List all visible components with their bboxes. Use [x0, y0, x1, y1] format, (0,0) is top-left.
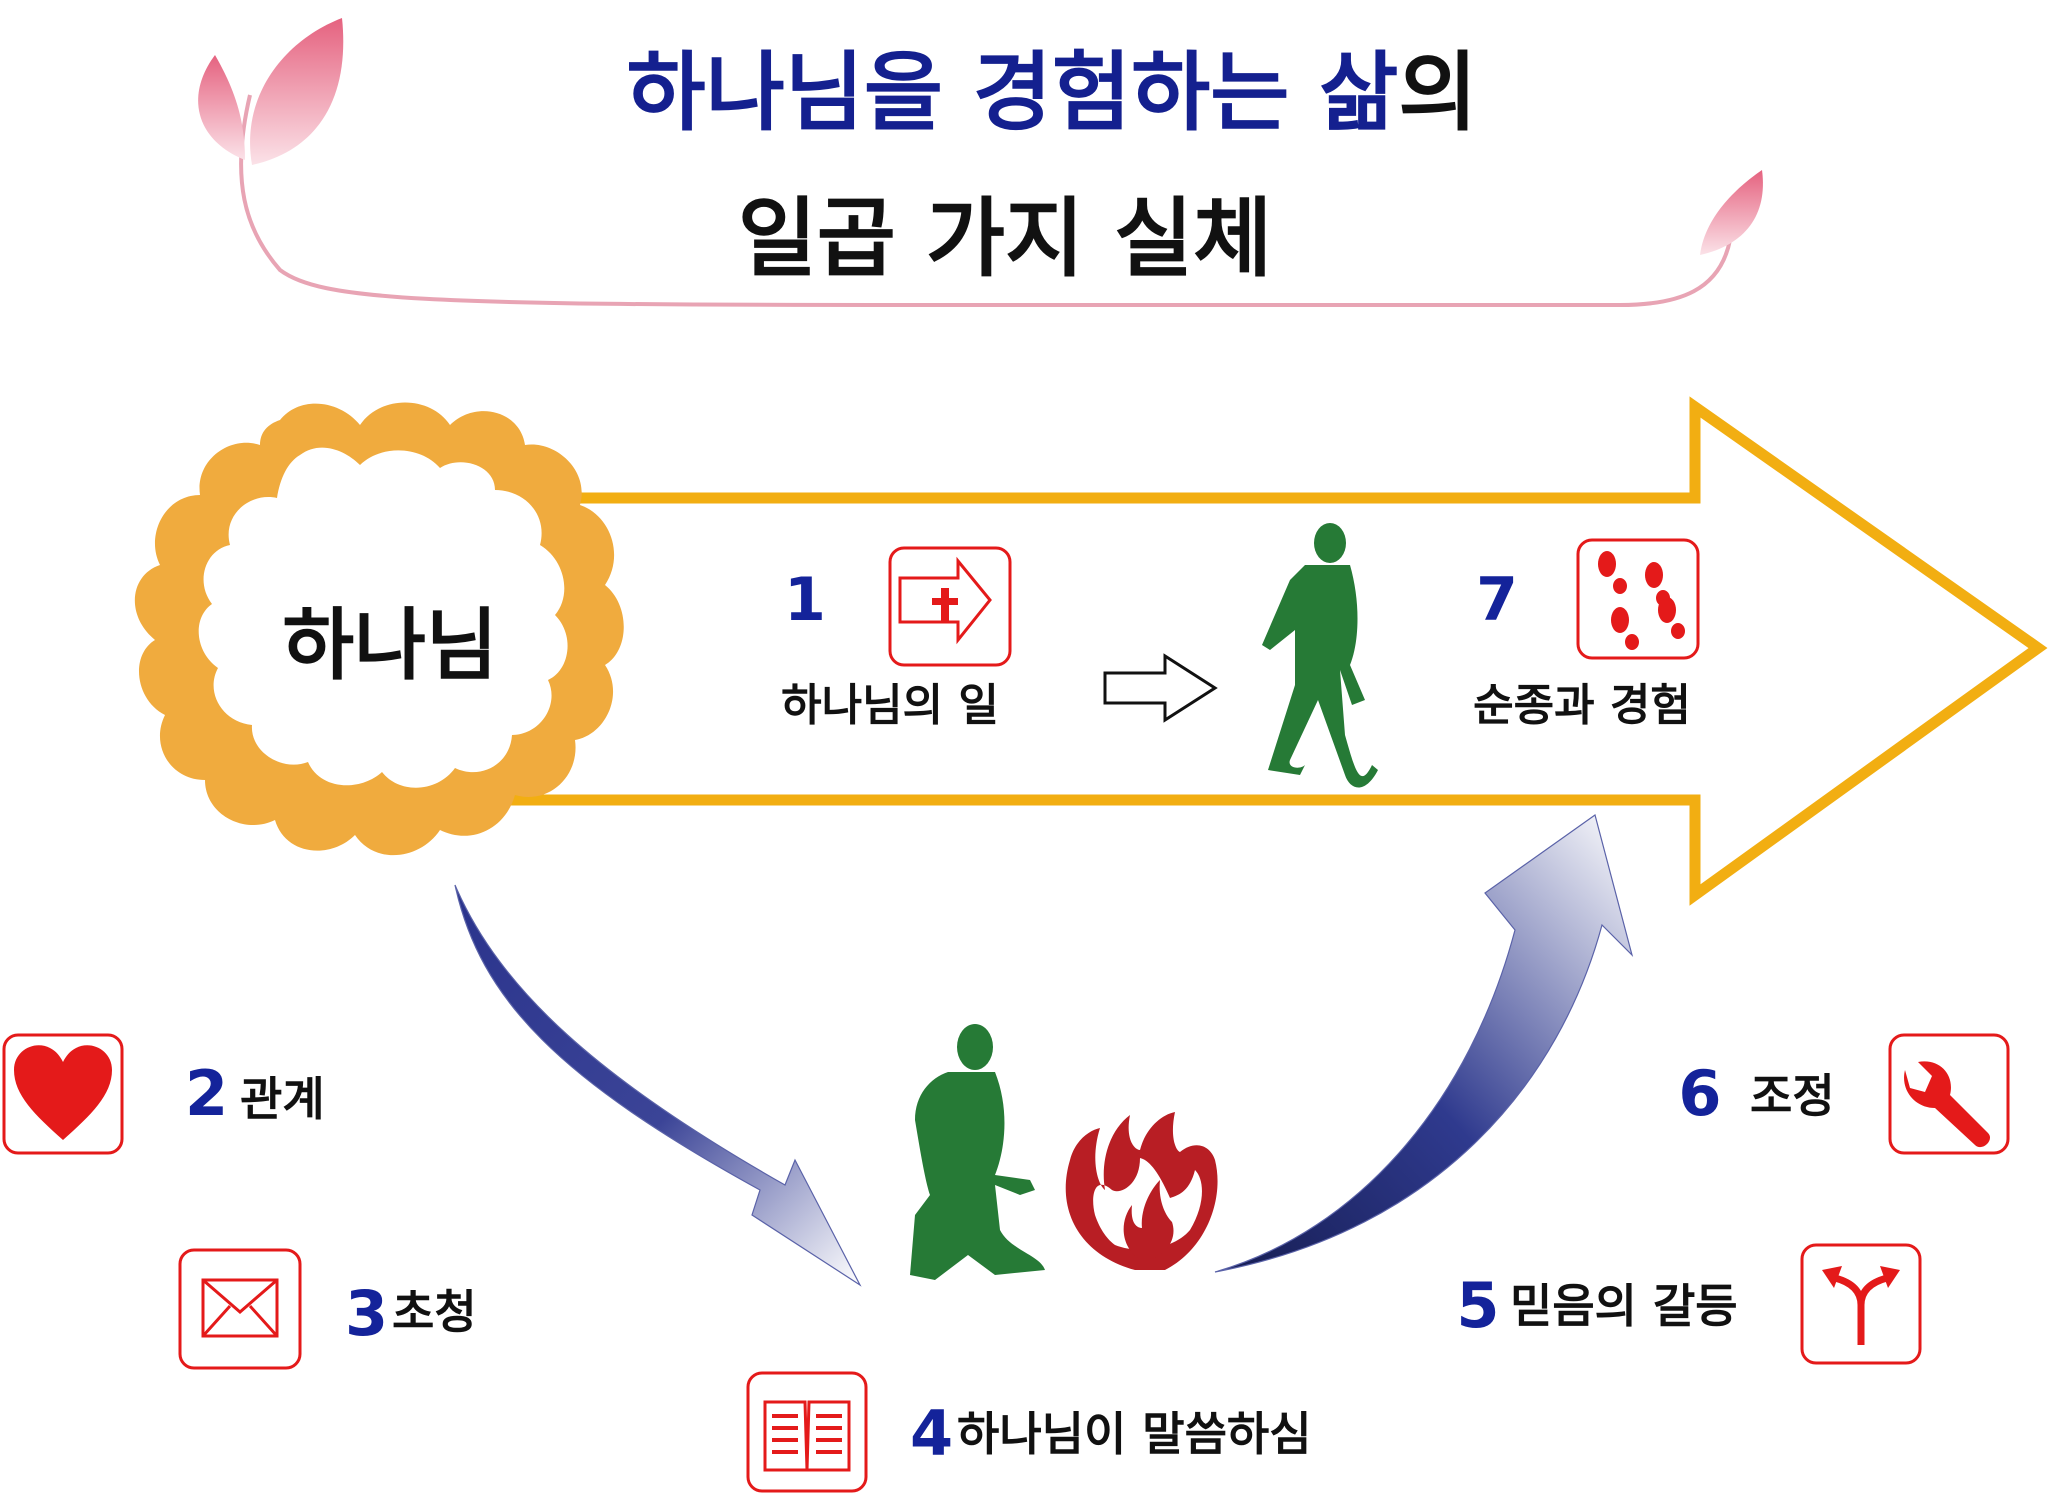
- footprints-icon: [1576, 538, 1700, 660]
- step-4-number: 4: [910, 1397, 953, 1470]
- curve-arrow-up: [1214, 814, 1634, 1273]
- step-5-number: 5: [1456, 1269, 1499, 1342]
- step-3: 3 초청: [178, 1248, 477, 1370]
- step-1-label: 하나님의 일: [781, 680, 999, 731]
- step-4-label: 하나님이 말씀하심: [957, 1407, 1312, 1461]
- step-2: 2 관계: [2, 1033, 325, 1155]
- step-6: 6 조정: [1678, 1033, 2010, 1155]
- heart-icon: [2, 1033, 124, 1155]
- step-7-label: 순종과 경험: [1473, 680, 1691, 731]
- outline-arrow: [1103, 653, 1218, 723]
- arrow-cross-icon: [888, 546, 1012, 667]
- step-2-label: 관계: [240, 1072, 325, 1126]
- step-1: 1 하나님의 일: [781, 546, 1012, 731]
- step-5: 5 믿음의 갈등: [1456, 1243, 1922, 1365]
- fork-arrow-icon: [1800, 1243, 1922, 1365]
- badge-inner: [198, 447, 568, 788]
- step-6-label: 조정: [1750, 1069, 1835, 1123]
- main-arrow: [494, 396, 2048, 906]
- leaf-left-large: [250, 18, 344, 165]
- title-suffix: 의: [1398, 43, 1477, 143]
- leaf-left-small: [198, 55, 245, 160]
- god-label: 하나님: [282, 601, 497, 691]
- title-decoration: [198, 18, 1763, 307]
- step-3-label: 초청: [392, 1285, 477, 1339]
- curve-arrow-down: [454, 884, 862, 1287]
- title-line2: 일곱 가지 실체: [738, 189, 1273, 289]
- god-badge: 하나님: [134, 402, 624, 856]
- title-emphasis: 하나님을 경험하는 삶: [626, 43, 1398, 143]
- decor-vine: [239, 94, 1732, 307]
- step-1-number: 1: [784, 565, 826, 635]
- title-line1: 하나님을 경험하는 삶의: [626, 43, 1477, 143]
- step-7-number: 7: [1476, 565, 1518, 635]
- step-6-number: 6: [1678, 1057, 1721, 1130]
- wrench-icon: [1888, 1033, 2010, 1155]
- envelope-icon: [178, 1248, 302, 1370]
- burning-bush-icon: [1065, 1112, 1218, 1270]
- step-5-label: 믿음의 갈등: [1510, 1279, 1738, 1333]
- step-7: 7 순종과 경험: [1473, 538, 1700, 731]
- walking-man-figure: [1262, 523, 1378, 788]
- leaf-right: [1700, 170, 1763, 255]
- step-3-number: 3: [345, 1277, 388, 1350]
- open-book-icon: [746, 1371, 868, 1493]
- kneeling-man-figure: [910, 1024, 1045, 1280]
- step-4: 4 하나님이 말씀하심: [746, 1371, 1312, 1493]
- step-2-number: 2: [185, 1057, 228, 1130]
